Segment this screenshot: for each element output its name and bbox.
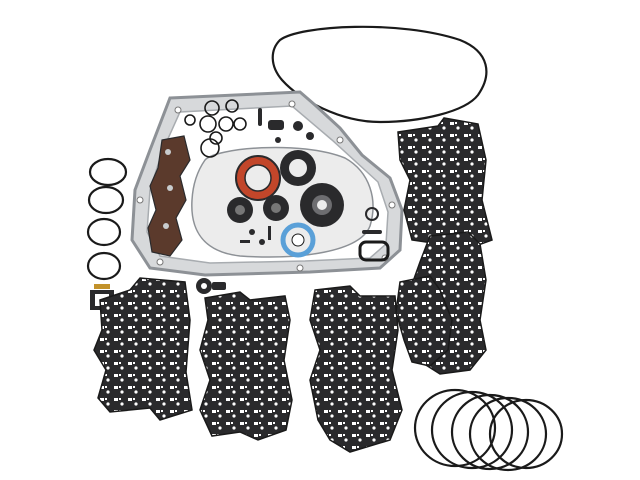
black-seal-small-2 bbox=[263, 195, 289, 221]
small-seal-pieces bbox=[258, 108, 314, 143]
black-seal-small-1 bbox=[227, 197, 253, 223]
red-seal bbox=[235, 155, 281, 201]
oil-pan-o-ring bbox=[271, 25, 488, 124]
blue-seal bbox=[280, 222, 316, 258]
seal-group bbox=[227, 150, 379, 258]
left-o-rings bbox=[86, 157, 128, 281]
valve-body-gasket-3 bbox=[309, 285, 403, 453]
valve-body-gasket-6 bbox=[395, 275, 453, 367]
large-seal-rings bbox=[413, 388, 564, 472]
valve-body-gasket-4 bbox=[397, 117, 493, 249]
black-seal-top bbox=[280, 150, 316, 186]
black-seal-large bbox=[300, 183, 344, 227]
rectangular-seal bbox=[358, 230, 390, 262]
small-o-ring-cluster bbox=[184, 99, 247, 158]
left-strip-gasket bbox=[147, 135, 191, 257]
valve-body-gasket-2 bbox=[199, 291, 293, 441]
valve-body-gasket-1 bbox=[93, 277, 193, 421]
small-round-gasket bbox=[196, 278, 226, 294]
tiny-parts bbox=[240, 207, 379, 245]
